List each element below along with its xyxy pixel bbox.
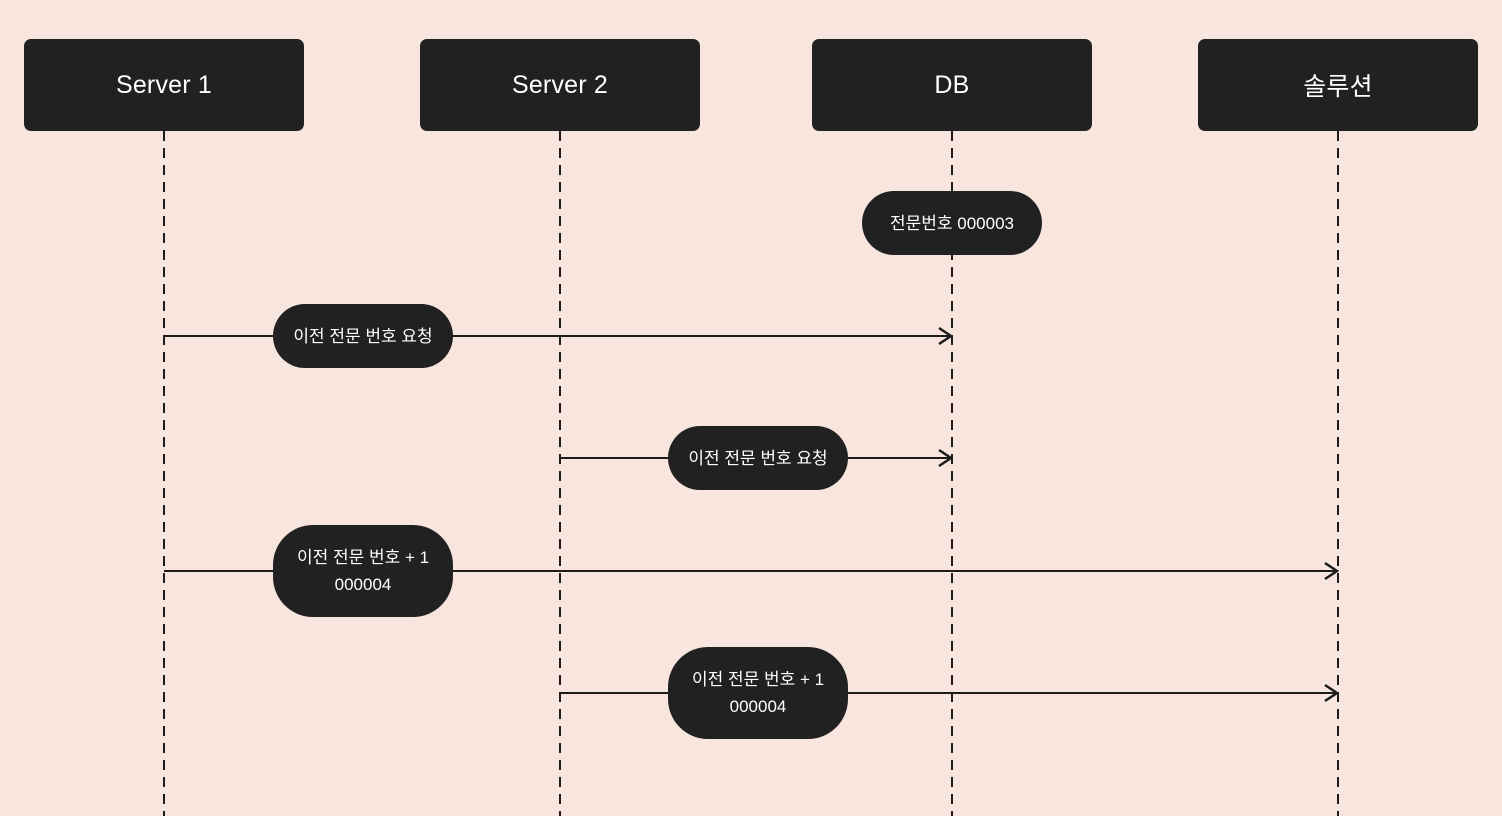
actor-label: 솔루션 (1303, 73, 1373, 101)
actor-box-server1: Server 1 (24, 39, 304, 131)
message-label-text-line: 000004 (334, 575, 392, 594)
actor-label: DB (934, 70, 970, 99)
message-label-pill: 이전 전문 번호 + 1 000004 (668, 647, 848, 739)
message-label-text-line: 이전 전문 번호 요청 (688, 448, 828, 468)
actor-box-db: DB (812, 39, 1092, 131)
note-label-pill: 전문번호 000003 (862, 191, 1042, 255)
arrowhead-icon (938, 326, 954, 346)
actor-box-server2: Server 2 (420, 39, 700, 131)
message-label-text-line: 이전 전문 번호 요청 (293, 326, 433, 346)
message-label-pill: 이전 전문 번호 + 1 000004 (273, 525, 453, 617)
actor-box-solution: 솔루션 (1198, 39, 1478, 131)
message-label-text-line: 이전 전문 번호 + 1 (296, 548, 430, 567)
arrowhead-icon (1324, 561, 1340, 581)
arrowhead-icon (938, 448, 954, 468)
message-label-text-line: 000004 (729, 697, 787, 716)
message-label-pill: 이전 전문 번호 요청 (273, 304, 453, 368)
note-label-text-line: 전문번호 000003 (889, 213, 1014, 233)
message-label-text-line: 이전 전문 번호 + 1 (691, 670, 825, 689)
message-label-pill: 이전 전문 번호 요청 (668, 426, 848, 490)
actor-label: Server 2 (511, 70, 609, 99)
actor-label: Server 1 (115, 70, 213, 99)
arrowhead-icon (1324, 683, 1340, 703)
